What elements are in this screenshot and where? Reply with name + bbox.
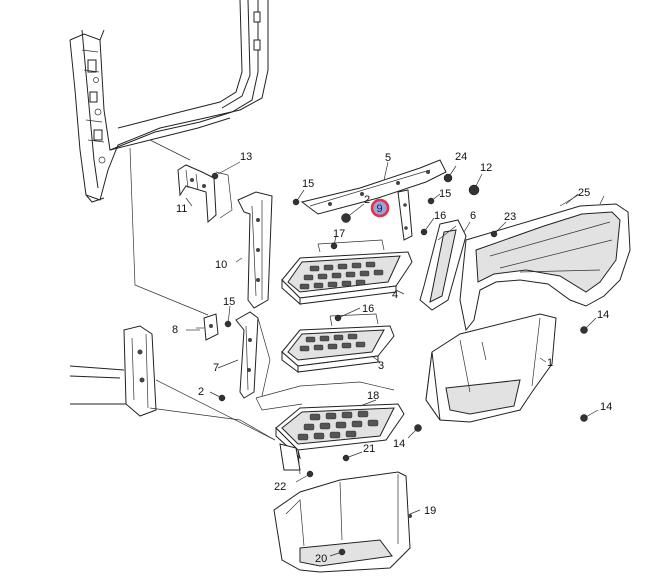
- lower-cover-19: [273, 471, 412, 573]
- lower-cover-1: [425, 313, 557, 423]
- bolt-13: [211, 161, 241, 180]
- callout-11: 11: [176, 203, 187, 215]
- callout-25: 25: [578, 187, 590, 199]
- bracket-9-plate: [397, 189, 413, 241]
- lower-support-plate: [255, 381, 395, 411]
- callout-18: 18: [367, 390, 379, 402]
- callout-3: 3: [378, 360, 384, 372]
- callout-12: 12: [480, 162, 492, 174]
- reinforcement-10: [237, 191, 273, 309]
- leader-lines: [185, 161, 599, 557]
- callout-20: 20: [315, 553, 327, 565]
- callout-7: 7: [213, 362, 219, 374]
- callout-2: 2: [198, 386, 204, 398]
- callout-5: 5: [385, 152, 391, 164]
- step-3: [281, 313, 395, 373]
- bracket-7: [235, 311, 271, 399]
- callout-10: 10: [215, 259, 227, 271]
- callout-4: 4: [392, 289, 398, 301]
- callout-6: 6: [470, 210, 476, 222]
- body-pillar-frame: [69, 0, 269, 316]
- callout-9: 9: [377, 203, 383, 215]
- callout-16: 16: [362, 303, 374, 315]
- callout-24: 24: [455, 151, 467, 163]
- callout-21: 21: [363, 443, 375, 455]
- callout-1: 1: [547, 357, 553, 369]
- callout-labels: 1 2 2 3 4 5 6 7 8 10 11 12 13 14 14 14 1…: [172, 151, 612, 565]
- bracket-8: [196, 313, 219, 341]
- callout-17: 17: [333, 228, 345, 240]
- callout-2: 2: [364, 194, 370, 206]
- trim-panel-6: [419, 219, 467, 311]
- callout-15: 15: [302, 178, 314, 190]
- callout-8: 8: [172, 324, 178, 336]
- highlight-ring: [370, 198, 390, 218]
- callout-19: 19: [424, 505, 436, 517]
- bracket-11: [177, 164, 233, 224]
- callout-22: 22: [274, 481, 286, 493]
- left-mount-bracket: [69, 325, 276, 441]
- callout-14: 14: [600, 401, 612, 413]
- step-18: [275, 403, 405, 475]
- callout-14: 14: [393, 438, 405, 450]
- highlighted-callout-9[interactable]: 9: [370, 198, 390, 218]
- step-4: [281, 239, 413, 306]
- callout-13: 13: [240, 151, 252, 163]
- callout-15: 15: [439, 188, 451, 200]
- fender-25: [459, 193, 631, 332]
- callout-14: 14: [597, 309, 609, 321]
- callout-15: 15: [223, 296, 235, 308]
- callout-16: 16: [434, 210, 446, 222]
- callout-23: 23: [504, 211, 516, 223]
- upper-bracket-5: [300, 159, 447, 215]
